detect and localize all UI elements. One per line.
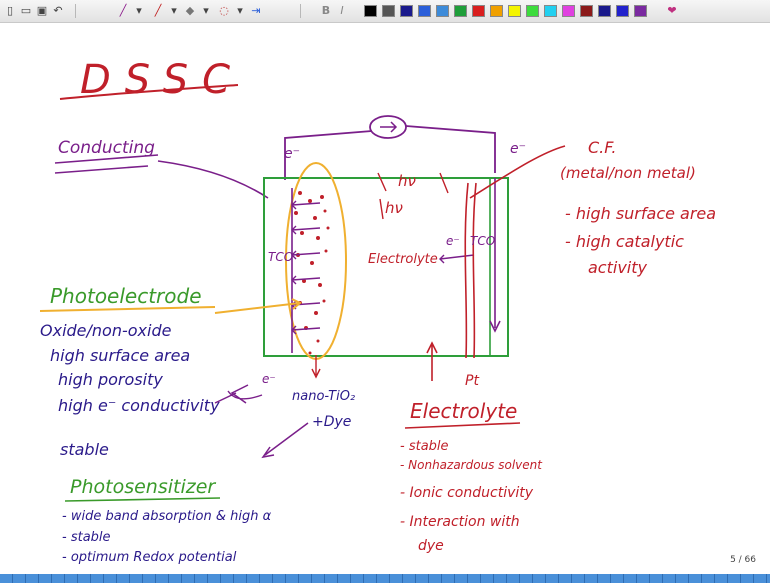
hv-label-1: hν [398,172,416,190]
photo-prop-4: high e⁻ conductivity [58,396,220,415]
photosensitizer-heading: Photosensitizer [70,476,216,498]
bold-button[interactable]: B [318,3,334,18]
photo-prop-1: Oxide/non-oxide [40,321,172,340]
cf-prop-1: - high surface area [565,204,716,223]
electrolyte-prop-2: - Nonhazardous solvent [400,458,543,472]
eraser-icon[interactable]: ◆ [182,3,198,18]
color-swatch[interactable] [400,5,413,17]
load-arrow-icon [380,122,396,132]
lasso-icon[interactable]: ◌ [216,3,232,18]
sensitizer-prop-1: - wide band absorption & high α [62,509,272,524]
pt-layer-line-1 [465,183,468,358]
photo-prop-5: stable [60,440,109,459]
metal-nonmetal-label: (metal/non metal) [560,164,696,182]
color-swatch[interactable] [562,5,575,17]
conducting-label: Conducting [58,138,155,158]
photo-prop-3: high porosity [58,370,163,389]
color-swatch[interactable] [634,5,647,17]
circuit-wire-right [406,126,495,173]
tco-right-label: TCO [470,234,495,248]
eraser-dropdown-icon[interactable]: ▾ [198,3,214,18]
color-swatch[interactable] [598,5,611,17]
pt-pointer-arrow [427,343,437,381]
pt-label: Pt [465,373,479,389]
slide-title: DSSC [80,57,244,103]
color-wheel-icon[interactable]: ❤ [664,3,680,18]
photoelectrode-heading: Photoelectrode [50,284,202,308]
highlighter-icon[interactable]: ╱ [150,3,166,18]
bottom-scrollbar[interactable] [0,574,770,583]
hv-label-2: hν [385,199,403,217]
electrolyte-underline [405,423,520,428]
color-swatch[interactable] [526,5,539,17]
color-swatch[interactable] [364,5,377,17]
photosensitizer-underline [65,498,220,501]
electrolyte-prop-1: - stable [400,439,449,454]
toolbar: ▯ ▭ ▣ ↶ ╱ ▾ ╱ ▾ ◆ ▾ ◌ ▾ ⇥ B I ❤ [0,0,770,23]
electrolyte-prop-4: - Interaction with [400,514,520,530]
electron-transfer-arrow [440,255,474,263]
color-swatch[interactable] [472,5,485,17]
nano-tio2-label: nano-TiO₂ [292,389,355,404]
color-swatch[interactable] [508,5,521,17]
color-swatch[interactable] [454,5,467,17]
cf-prop-2: - high catalytic [565,232,684,251]
cf-label: C.F. [588,138,616,157]
electrolyte-heading: Electrolyte [410,399,517,423]
electron-label-top-right: e⁻ [510,141,526,157]
whiteboard-canvas[interactable]: DSSC Conducting e⁻ e⁻ TCO hν hν Electrol… [0,23,770,573]
color-swatch[interactable] [544,5,557,17]
open-icon[interactable]: ▭ [18,3,34,18]
pen-icon[interactable]: ╱ [115,3,131,18]
pen-dropdown-icon[interactable]: ▾ [131,3,147,18]
conducting-arrow [158,161,268,198]
undo-icon[interactable]: ↶ [50,3,66,18]
highlighter-dropdown-icon[interactable]: ▾ [166,3,182,18]
color-swatch[interactable] [382,5,395,17]
color-swatch[interactable] [490,5,503,17]
page-counter: 5 / 66 [730,555,756,565]
color-swatch[interactable] [616,5,629,17]
dye-pointer-arrow [263,423,308,457]
electron-label-bottom: e⁻ [262,372,276,386]
page-icon[interactable]: ▯ [2,3,18,18]
electrolyte-inside-label: Electrolyte [368,252,438,267]
electrolyte-prop-3: - Ionic conductivity [400,485,534,501]
italic-button[interactable]: I [334,3,350,18]
electron-label-top-left: e⁻ [284,146,300,162]
toolbar-separator [75,4,76,18]
electron-label-inner: e⁻ [446,234,460,248]
insert-space-icon[interactable]: ⇥ [248,3,264,18]
photo-prop-2: high surface area [50,346,190,365]
tco-left-label: TCO [268,250,293,264]
sensitizer-prop-2: - stable [62,530,111,545]
dye-label: +Dye [312,414,351,430]
save-icon[interactable]: ▣ [34,3,50,18]
color-swatch[interactable] [436,5,449,17]
toolbar-separator [300,4,301,18]
lasso-dropdown-icon[interactable]: ▾ [232,3,248,18]
pt-layer-line-2 [473,183,476,358]
color-swatch[interactable] [418,5,431,17]
color-swatch[interactable] [580,5,593,17]
electrolyte-prop-5: dye [418,538,444,554]
photoelectrode-pointer-arrow [215,299,300,313]
electron-flow-arrow [490,178,500,331]
sensitizer-prop-3: - optimum Redox potential [62,550,237,565]
cf-prop-3: activity [588,258,648,277]
